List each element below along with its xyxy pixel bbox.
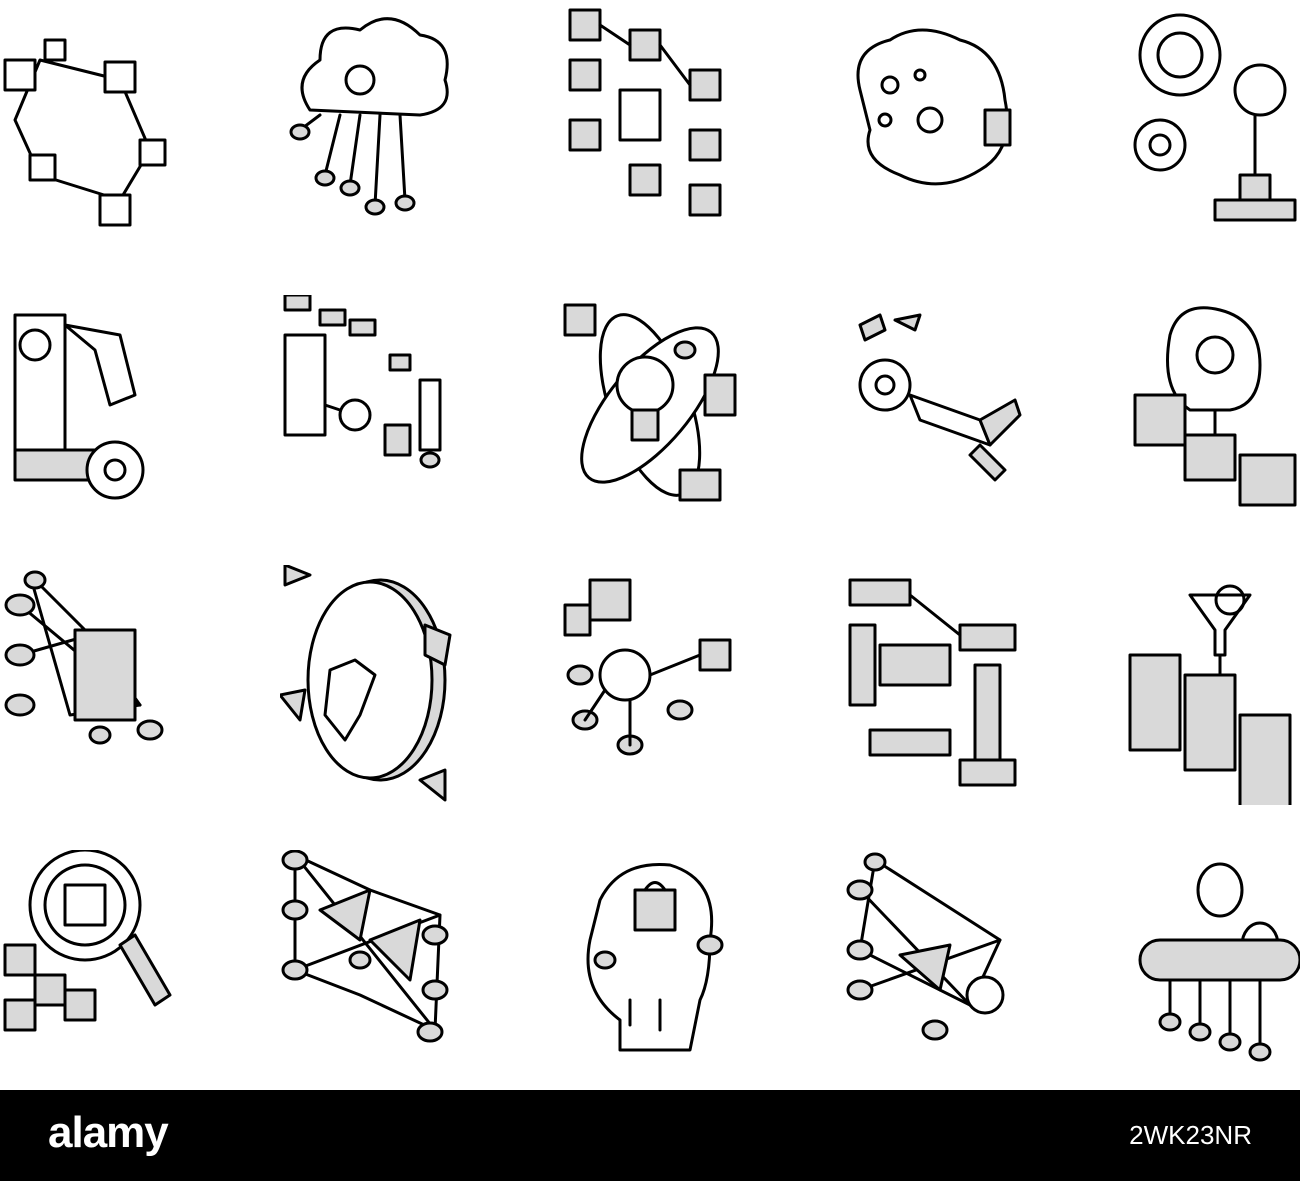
footer-banner: alamy 2WK23NR (0, 1090, 1300, 1181)
brain-cloud-icon (840, 0, 1040, 240)
cube-grid-icon (560, 0, 760, 240)
hexagon-network-icon (0, 0, 200, 240)
triangle-mesh-icon (840, 850, 1040, 1090)
data-scatter-icon (280, 295, 480, 535)
lightbulb-atom-icon (560, 295, 760, 535)
alamy-logo: alamy (48, 1108, 169, 1157)
funnel-bars-icon (1120, 565, 1300, 805)
image-id-label: 2WK23NR (1129, 1120, 1252, 1150)
gear-branch-icon (840, 295, 1040, 535)
head-gear-blocks-icon (1120, 295, 1300, 535)
head-lock-icon (560, 850, 760, 1090)
mesh-network-icon (280, 850, 480, 1090)
network-graph-icon (0, 565, 200, 805)
robotic-arm-icon (0, 295, 200, 535)
block-frame-icon (840, 565, 1040, 805)
icon-grid (0, 0, 1300, 1090)
cloud-gear-icon (280, 0, 480, 240)
team-network-icon (1120, 850, 1300, 1090)
face-coin-icon (280, 565, 480, 805)
magnifier-cubes-icon (0, 850, 200, 1090)
node-cluster-icon (560, 565, 760, 805)
gear-cluster-icon (1120, 0, 1300, 240)
